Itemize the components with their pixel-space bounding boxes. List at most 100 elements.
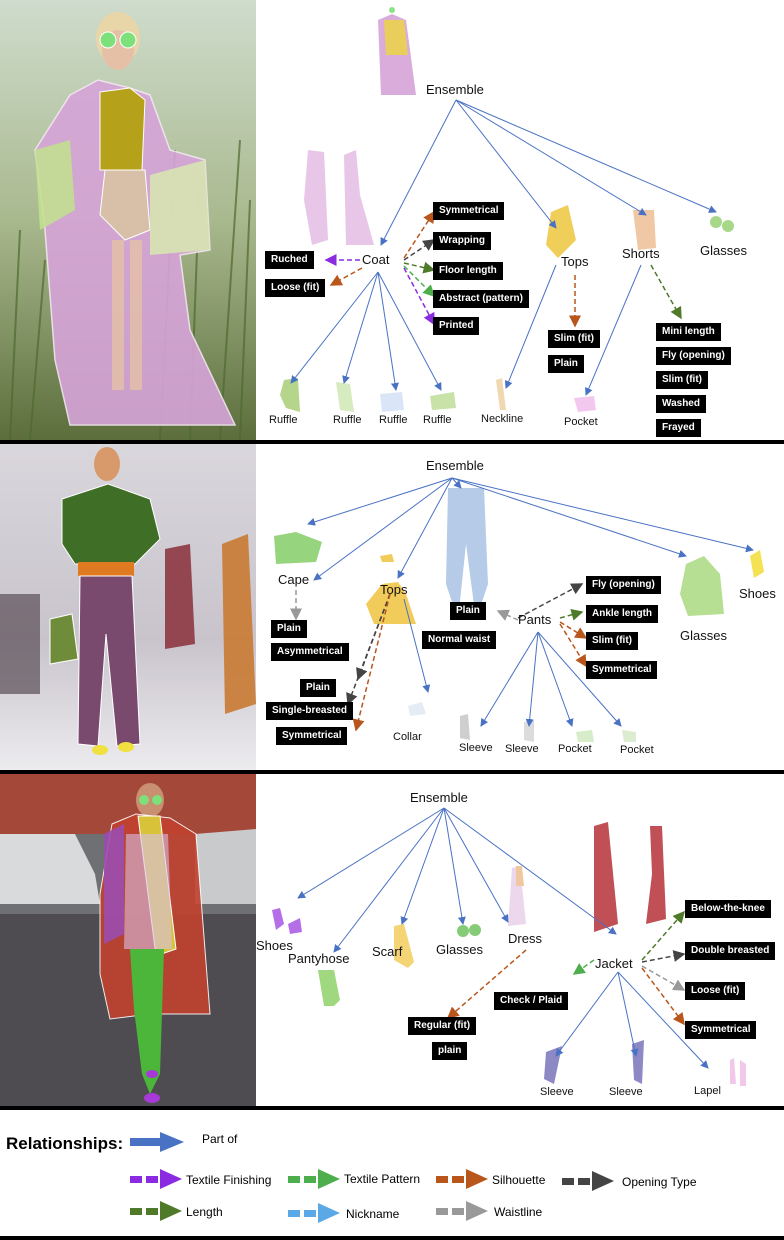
relationships-legend: Relationships: Part of Textile Finishing… [0,1112,784,1240]
tag-cape-plain: Plain [271,620,307,638]
shorts-mask [99,169,151,241]
shorts-thumbnail [633,210,656,250]
ruffle-thumb-4 [430,392,456,410]
ensemble-thumbnail [378,7,416,95]
tops-thumbnail [366,582,416,624]
tag-single-breasted: Single-breasted [266,702,354,720]
tag-tops-slim-fit: Slim (fit) [548,330,600,348]
cape-mask [61,483,161,565]
photo-3-illustration [0,774,256,1106]
glasses-node: Glasses [680,628,727,643]
legend-arrow-textile-finishing [130,1169,182,1189]
legend-title: Relationships: [6,1134,124,1153]
legend-waistline: Waistline [494,1205,543,1219]
photo-1-illustration [0,0,256,440]
glasses-thumbnail [457,924,481,937]
panel-2: Ensemble Cape Tops Pants Glasses Shoes C… [0,444,784,770]
legend-nickname: Nickname [346,1207,400,1221]
dress-node: Dress [508,931,542,946]
tag-frayed: Frayed [656,419,701,437]
tag-below-the-knee: Below-the-knee [685,900,771,918]
glasses-node: Glasses [700,243,747,258]
tag-pants-plain: Plain [450,602,486,620]
glasses-node: Glasses [436,942,483,957]
ruffle-mask-left [35,140,75,230]
scarf-node: Scarf [372,944,403,959]
diagram-2-edges [274,477,764,742]
photo-3-jacket-outfit [0,774,256,1106]
sleeve-1-label: Sleeve [540,1086,574,1098]
pocket-thumb [574,396,596,412]
legend-arrows [130,1132,614,1223]
shorts-node: Shorts [622,246,660,261]
ruffle-1-label: Ruffle [269,414,298,426]
legend-arrow-waistline [436,1201,488,1221]
shoes-mask [92,742,134,755]
photo-2-cape-outfit [0,444,256,770]
shoes-mask [144,1070,160,1103]
tag-floor-length: Floor length [433,262,503,280]
cape-node: Cape [278,572,310,587]
legend-arrow-part-of [130,1132,184,1152]
tag-loose-fit: Loose (fit) [685,982,746,1000]
bag-mask [49,613,79,665]
jacket-thumbnail-right [646,826,666,924]
tops-thumbnail [546,205,576,258]
collar-label: Collar [393,731,422,743]
shoes-thumbnail [750,550,764,578]
dress-mask [124,834,172,949]
pants-thumbnail [446,488,488,620]
tag-symmetrical: Symmetrical [685,1021,757,1039]
tag-tops-plain: Plain [300,679,336,697]
pocket-1-label: Pocket [558,743,592,755]
glasses-mask [99,31,137,49]
pants-node: Pants [518,612,552,627]
ensemble-node: Ensemble [426,458,484,473]
legend-textile-pattern: Textile Pattern [344,1172,421,1186]
tag-ankle-length: Ankle length [586,605,659,623]
tag-washed: Washed [656,395,706,413]
ruffle-2-label: Ruffle [333,414,362,426]
tag-plain: plain [432,1042,468,1060]
tag-pants-symmetrical: Symmetrical [586,661,658,679]
tag-normal-waist: Normal waist [422,631,497,649]
ruffle-3-label: Ruffle [379,414,408,426]
neckline-thumb [496,378,506,410]
photo-1-coat-outfit [0,0,256,440]
tag-asymmetrical: Asymmetrical [271,643,349,661]
glasses-thumbnail-bag [680,556,724,616]
tag-shorts-slim-fit: Slim (fit) [656,371,708,389]
tag-ruched: Ruched [265,251,314,269]
neckline-label: Neckline [481,413,524,425]
sleeve-thumb-1 [460,714,470,740]
pocket-thumb-2 [622,730,636,742]
pocket-thumb-1 [576,730,594,742]
pantyhose-mask [130,949,164,1094]
lapel-label: Lapel [694,1085,721,1097]
legend-part-of: Part of [202,1132,238,1146]
legend-arrow-opening-type [562,1171,614,1191]
ruffle-thumb-2 [336,382,354,412]
shoes-node: Shoes [256,938,293,953]
cape-thumbnail [274,532,322,564]
legend-length: Length [186,1205,223,1219]
legend-arrow-silhouette [436,1169,488,1189]
tag-tops-symmetrical: Symmetrical [276,727,348,745]
ruffle-mask-right [150,160,210,255]
sleeve-2-label: Sleeve [505,743,539,755]
pantyhose-node: Pantyhose [288,951,350,966]
legend-textile-finishing: Textile Finishing [186,1173,272,1187]
tag-fly-opening: Fly (opening) [586,576,661,594]
car-left [0,834,100,904]
legend-arrow-length [130,1201,182,1221]
separator-3 [0,1106,784,1110]
car-right [195,829,256,904]
photo-2-illustration [0,444,256,770]
shoes-node: Shoes [739,586,776,601]
tag-tops-plain: Plain [548,355,584,373]
ruffle-thumb-3 [380,392,404,412]
separator-bottom [0,1236,784,1240]
separator-1 [0,440,784,444]
tag-wrapping: Wrapping [433,232,491,250]
pocket-label: Pocket [564,416,598,428]
